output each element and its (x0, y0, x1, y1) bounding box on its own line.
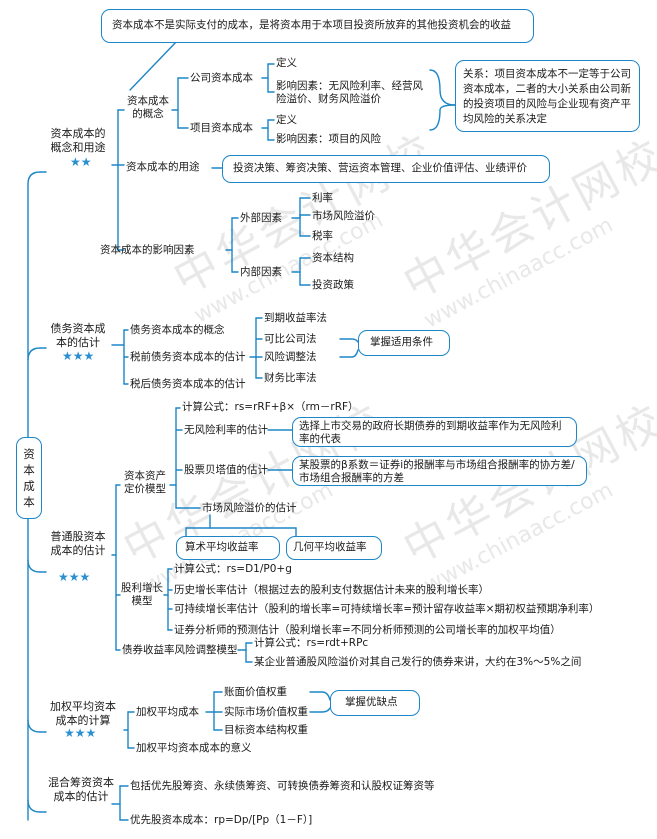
internal-item: 资本结构 (312, 252, 354, 264)
arithmetic-mean-box: 算术平均收益率 (176, 536, 280, 560)
dgm-item: 历史增长率估计（根据过去的股利支付数据估计未来的股利增长率） (174, 584, 489, 596)
factors-node: 资本成本的影响因素 (100, 244, 195, 256)
debt-item: 税前债务资本成本的估计 (130, 351, 246, 363)
risk-free-note: 选择上市交易的政府长期债券的到期收益率作为无风险利率的代表 (299, 420, 562, 445)
debt-method: 风险调整法 (264, 351, 317, 363)
section-hybrid-title: 混合筹资资本成本的估计 (48, 776, 114, 803)
project-definition: 定义 (276, 114, 297, 126)
bond-note: 某企业普通股风险溢价对其自己发行的债券来讲，大约在3%～5%之间 (254, 656, 582, 668)
root-node: 资本成本 (16, 437, 42, 519)
uses-list: 投资决策、筹资决策、营运资本管理、企业价值评估、业绩评价 (233, 162, 527, 174)
dividend-growth-model-node: 股利增长模型 (121, 582, 163, 607)
dgm-item: 证券分析师的预测估计（股利增长率=不同分析师预测的公司增长率的加权平均值） (174, 624, 561, 636)
concept-note: 资本成本不是实际支付的成本，是将资本用于本项目投资所放弃的其他投资机会的收益 (112, 19, 511, 31)
arithmetic-mean: 算术平均收益率 (185, 541, 259, 553)
beta-note: 某股票的β系数＝证券i的报酬率与市场组合报酬率的协方差/市场组合报酬率的方差 (299, 459, 575, 484)
concept-note-box: 资本成本不是实际支付的成本，是将资本用于本项目投资所放弃的其他投资机会的收益 (101, 9, 534, 43)
importance-stars: ★★★ (58, 570, 91, 584)
hybrid-item: 包括优先股筹资、永续债筹资、可转换债券筹资和认股权证筹资等 (130, 780, 435, 792)
importance-stars: ★★★ (64, 726, 97, 740)
bond-yield-model-node: 债券收益率风险调整模型 (122, 644, 238, 656)
weighted-average-node: 加权平均成本 (136, 706, 199, 718)
external-item: 利率 (312, 192, 333, 204)
section-wacc-title: 加权平均资本成本的计算 (50, 700, 116, 727)
weight-item: 实际市场价值权重 (224, 706, 308, 718)
debt-method: 财务比率法 (264, 372, 317, 384)
concept-node: 资本成本的概念 (127, 95, 169, 120)
debt-method: 可比公司法 (264, 333, 317, 345)
uses-node: 资本成本的用途 (126, 161, 200, 173)
preferred-stock-formula: 优先股资本成本：rp=Dp/[Pp（1－F）] (130, 814, 313, 826)
dgm-item: 可持续增长率估计（股利的增长率=可持续增长率=预计留存收益率×期初权益预期净利率… (174, 603, 600, 615)
weight-item: 目标资本结构权重 (224, 724, 308, 736)
section-equity-title: 普通股资本成本的估计 (50, 530, 106, 557)
capm-node: 资本资产定价模型 (124, 470, 166, 495)
company-capital-cost: 公司资本成本 (190, 72, 253, 84)
market-risk-premium-node: 市场风险溢价的估计 (202, 502, 297, 514)
debt-item: 税后债务资本成本的估计 (130, 378, 246, 390)
beta-node: 股票贝塔值的估计 (184, 464, 268, 476)
wacc-note-box: 掌握优缺点 (330, 690, 420, 716)
project-capital-cost: 项目资本成本 (190, 122, 253, 134)
debt-item: 债务资本成本的概念 (130, 324, 225, 336)
importance-stars: ★★★ (62, 349, 95, 363)
capm-formula: 计算公式：rs=rRF+β×（rm－rRF） (182, 401, 359, 413)
relation-note: 关系：项目资本成本不一定等于公司资本成本，二者的大小关系由公司新的投资项目的风险… (463, 68, 631, 125)
internal-item: 投资政策 (312, 279, 354, 291)
beta-note-box: 某股票的β系数＝证券i的报酬率与市场组合报酬率的协方差/市场组合报酬率的方差 (292, 456, 587, 486)
wacc-meaning: 加权平均资本成本的意义 (136, 742, 252, 754)
geometric-mean-box: 几何平均收益率 (286, 536, 382, 560)
company-definition: 定义 (276, 57, 297, 69)
external-item: 税率 (312, 230, 333, 242)
wacc-note: 掌握优缺点 (345, 696, 398, 708)
risk-free-rate-node: 无风险利率的估计 (184, 424, 268, 436)
internal-factors: 内部因素 (240, 266, 282, 278)
uses-box: 投资决策、筹资决策、营运资本管理、企业价值评估、业绩评价 (222, 155, 550, 183)
bond-formula: 计算公式：rs=rdt+RPc (254, 637, 369, 649)
project-factors: 影响因素：项目的风险 (276, 133, 381, 145)
weight-item: 账面价值权重 (224, 686, 287, 698)
debt-note: 掌握适用条件 (370, 336, 433, 348)
relation-box: 关系：项目资本成本不一定等于公司资本成本，二者的大小关系由公司新的投资项目的风险… (455, 60, 640, 132)
geometric-mean: 几何平均收益率 (293, 541, 367, 553)
section-debt-title: 债务资本成本的估计 (50, 322, 106, 349)
debt-method: 到期收益率法 (264, 312, 327, 324)
debt-note-box: 掌握适用条件 (358, 330, 450, 356)
root-label: 资本成本 (23, 447, 35, 509)
external-factors: 外部因素 (240, 212, 282, 224)
section-concept-title: 资本成本的概念和用途 (50, 127, 106, 154)
external-item: 市场风险溢价 (312, 210, 375, 222)
importance-stars: ★★ (70, 155, 92, 169)
dgm-formula: 计算公式：rs=D1/P0+g (174, 563, 292, 575)
company-factors: 影响因素：无风险利率、经营风险溢价、财务风险溢价 (276, 80, 423, 105)
risk-free-note-box: 选择上市交易的政府长期债券的到期收益率作为无风险利率的代表 (292, 417, 577, 447)
